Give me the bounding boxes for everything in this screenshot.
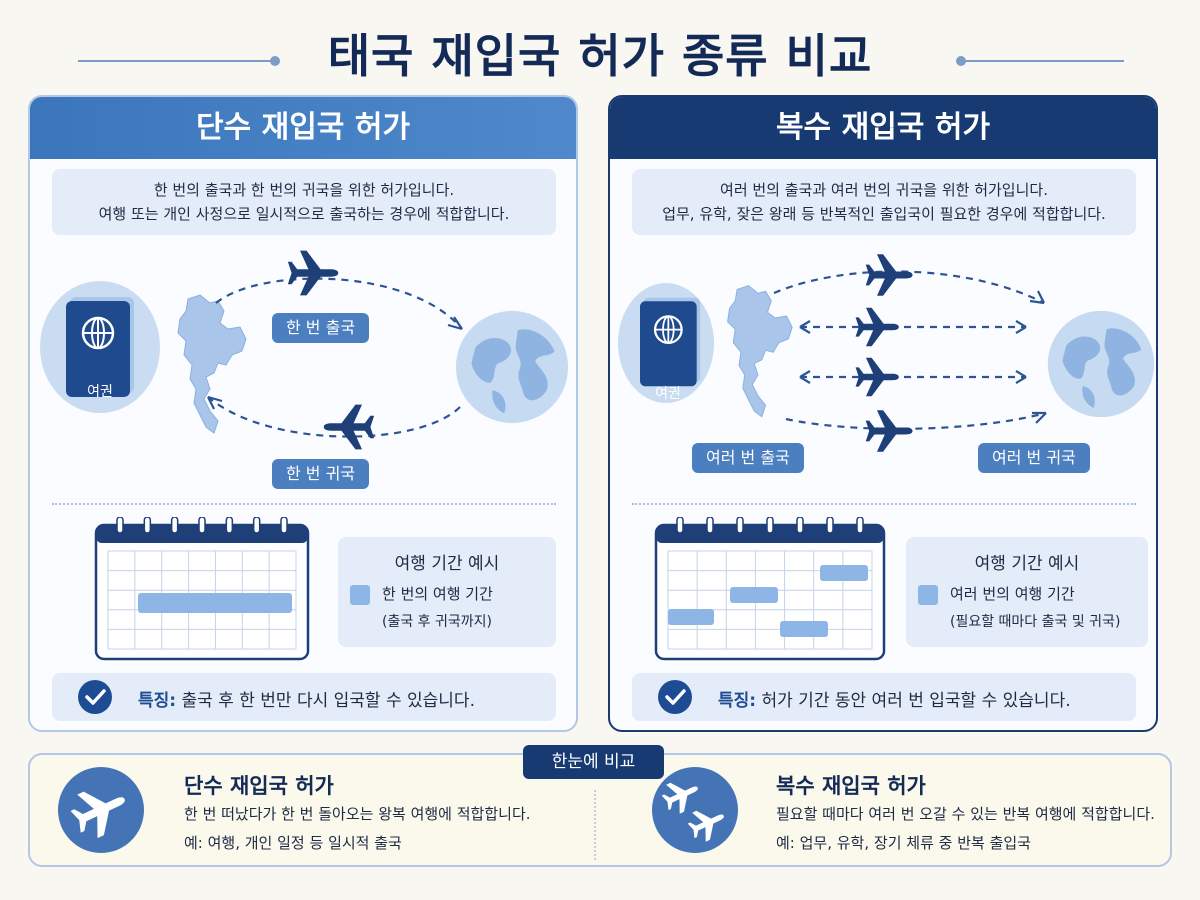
passport-icon <box>640 297 702 387</box>
airplane-icon <box>855 307 899 347</box>
single-example-box: 여행 기간 예시 한 번의 여행 기간 (출국 후 귀국까지) <box>338 537 556 647</box>
trip-period-bar <box>820 565 868 581</box>
passport-label: 여권 <box>655 386 681 402</box>
check-icon <box>658 680 692 714</box>
airplane-icon <box>287 250 339 296</box>
multiple-route-diagram: 여러 번 출국 여러 번 귀국 <box>610 237 1156 497</box>
globe-icon <box>455 310 569 424</box>
multiple-summary-line1: 필요할 때마다 여러 번 오갈 수 있는 반복 여행에 적합합니다. <box>776 805 1155 823</box>
title-dot-left <box>270 56 280 66</box>
multiple-permit-description: 여러 번의 출국과 여러 번의 귀국을 위한 허가입니다. 업무, 유학, 잦은… <box>632 169 1136 235</box>
calendar-ring <box>856 517 864 534</box>
single-summary-title: 단수 재입국 허가 <box>184 774 334 798</box>
legend-label: 한 번의 여행 기간 <box>382 585 493 603</box>
single-feature-box: 특징: 출국 후 한 번만 다시 입국할 수 있습니다. <box>52 673 556 721</box>
calendar-ring <box>736 517 744 534</box>
single-permit-panel: 단수 재입국 허가 한 번의 출국과 한 번의 귀국을 위한 허가입니다. 여행… <box>28 95 578 732</box>
calendar-ring <box>225 517 234 534</box>
comparison-tag: 한눈에 비교 <box>523 745 664 779</box>
multiple-example-box: 여행 기간 예시 여러 번의 여행 기간 (필요할 때마다 출국 및 귀국) <box>906 537 1148 647</box>
feature-desc: 출국 후 한 번만 다시 입국할 수 있습니다. <box>176 691 475 711</box>
trip-period-bar <box>138 593 292 613</box>
feature-key: 특징: <box>138 691 177 711</box>
single-permit-description: 한 번의 출국과 한 번의 귀국을 위한 허가입니다. 여행 또는 개인 사정으… <box>52 169 556 235</box>
divider <box>632 503 1136 505</box>
title-line-left <box>78 60 278 62</box>
airplane-icon <box>684 801 731 846</box>
calendar-ring <box>252 517 261 534</box>
example-title: 여행 기간 예시 <box>974 554 1080 574</box>
multiple-plane-circle <box>652 767 738 853</box>
calendar-ring <box>676 517 684 534</box>
calendar-ring <box>280 517 288 534</box>
trip-period-bar <box>730 587 778 603</box>
thailand-map-icon <box>727 285 793 418</box>
legend-sub: (필요할 때마다 출국 및 귀국) <box>950 614 1121 630</box>
single-depart-label: 한 번 출국 <box>272 313 370 343</box>
airplane-icon <box>323 404 375 450</box>
title-dot-right <box>956 56 966 66</box>
single-desc-line2: 여행 또는 개인 사정으로 일시적으로 출국하는 경우에 적합합니다. <box>98 205 510 223</box>
multiple-summary-title: 복수 재입국 허가 <box>776 774 926 798</box>
title-row: 태국 재입국 허가 종류 비교 <box>0 14 1200 84</box>
calendar-icon <box>654 517 886 661</box>
multiple-summary-line2: 예: 업무, 유학, 장기 체류 중 반복 출입국 <box>776 834 1031 852</box>
airplane-icon <box>65 777 135 844</box>
multiple-return-label: 여러 번 귀국 <box>978 443 1090 473</box>
example-title: 여행 기간 예시 <box>394 554 500 574</box>
feature-key: 특징: <box>718 691 757 711</box>
airplane-icon <box>865 410 913 452</box>
return-route <box>207 396 461 438</box>
single-summary-line2: 예: 여행, 개인 일정 등 일시적 출국 <box>184 834 402 852</box>
globe-icon <box>1047 310 1155 418</box>
route-arc <box>785 411 1047 430</box>
comparison-divider <box>594 790 596 860</box>
calendar-ring <box>796 517 804 534</box>
legend-sub: (출국 후 귀국까지) <box>382 614 492 630</box>
multiple-desc-line1: 여러 번의 출국과 여러 번의 귀국을 위한 허가입니다. <box>720 181 1048 199</box>
single-return-label: 한 번 귀국 <box>272 459 370 489</box>
airplane-icon <box>855 357 899 397</box>
multiple-permit-header: 복수 재입국 허가 <box>610 97 1156 159</box>
multiple-permit-panel: 복수 재입국 허가 여러 번의 출국과 여러 번의 귀국을 위한 허가입니다. … <box>608 95 1158 732</box>
calendar-ring <box>143 517 152 534</box>
multiple-route-svg <box>618 254 1155 452</box>
airplane-icon <box>658 773 705 818</box>
calendar-icon <box>94 517 310 661</box>
airplane-icon <box>865 254 913 296</box>
single-summary-line1: 한 번 떠났다가 한 번 돌아오는 왕복 여행에 적합합니다. <box>184 805 531 823</box>
single-permit-header: 단수 재입국 허가 <box>30 97 576 159</box>
page-title: 태국 재입국 허가 종류 비교 <box>327 29 873 83</box>
calendar-ring <box>170 517 179 534</box>
multiple-feature-text: 특징: 허가 기간 동안 여러 번 입국할 수 있습니다. <box>718 686 1071 711</box>
passport-label: 여권 <box>87 384 113 400</box>
thailand-map-icon <box>177 294 247 434</box>
calendar-ring <box>706 517 714 534</box>
title-line-right <box>964 60 1124 62</box>
legend-label: 여러 번의 여행 기간 <box>950 585 1075 603</box>
single-route-svg <box>40 250 569 450</box>
feature-desc: 허가 기간 동안 여러 번 입국할 수 있습니다. <box>756 691 1071 711</box>
calendar-ring <box>826 517 834 534</box>
check-icon <box>78 680 112 714</box>
legend-swatch <box>350 585 370 605</box>
legend-swatch <box>918 585 938 605</box>
single-route-diagram: 한 번 출국 한 번 귀국 <box>30 237 576 497</box>
multiple-feature-box: 특징: 허가 기간 동안 여러 번 입국할 수 있습니다. <box>632 673 1136 721</box>
trip-period-bar <box>668 609 714 625</box>
single-feature-text: 특징: 출국 후 한 번만 다시 입국할 수 있습니다. <box>138 686 475 711</box>
calendar-ring <box>766 517 774 534</box>
multiple-depart-label: 여러 번 출국 <box>692 443 804 473</box>
multiple-desc-line2: 업무, 유학, 잦은 왕래 등 반복적인 출입국이 필요한 경우에 적합합니다. <box>662 205 1106 223</box>
route-arc <box>773 270 1045 304</box>
single-desc-line1: 한 번의 출국과 한 번의 귀국을 위한 허가입니다. <box>153 181 455 199</box>
trip-period-bar <box>780 621 828 637</box>
calendar-ring <box>198 517 206 534</box>
divider <box>52 503 556 505</box>
calendar-ring <box>116 517 124 534</box>
single-plane-circle <box>58 767 144 853</box>
